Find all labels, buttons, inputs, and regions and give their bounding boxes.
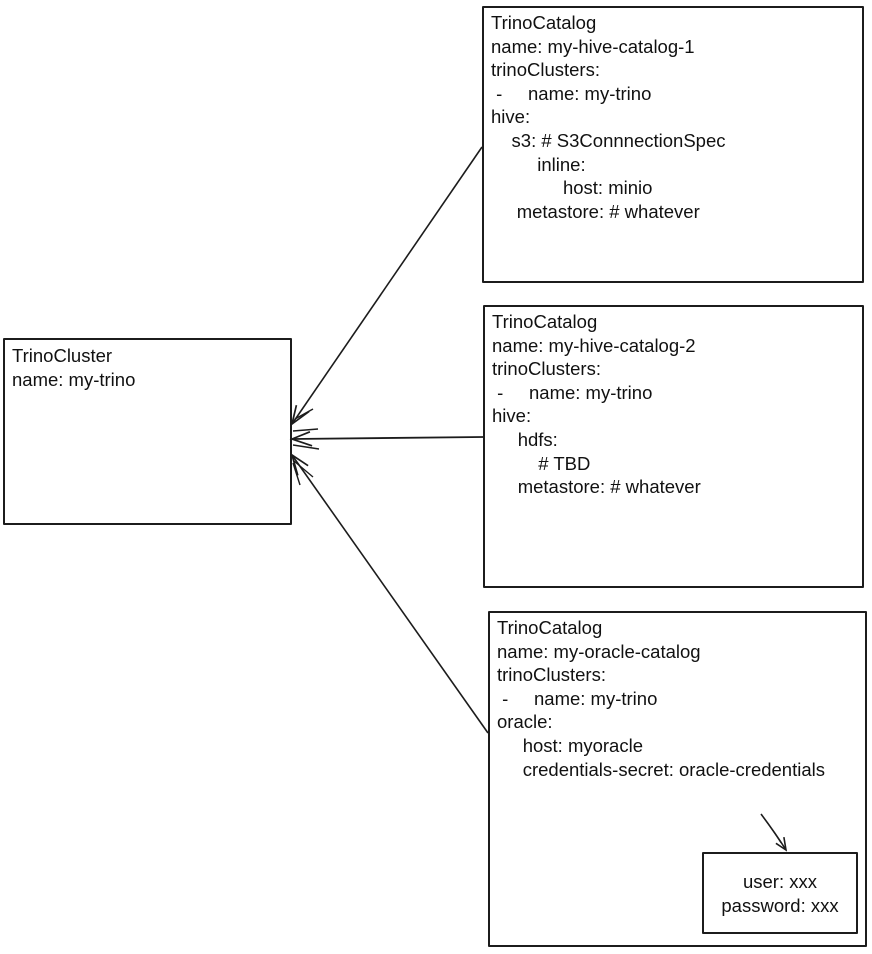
node-text-line: name: my-trino: [12, 368, 136, 390]
node-text-line: # TBD: [492, 452, 591, 474]
connector-catalog2-to-cluster: [289, 431, 484, 447]
sketch-stray-stroke: [294, 408, 314, 420]
sketch-stray-stroke: [293, 460, 314, 478]
node-text-line: inline:: [491, 153, 586, 175]
node-text-line: TrinoCatalog: [497, 617, 603, 638]
node-text-line: metastore: # whatever: [492, 476, 701, 498]
node-text-line: host: minio: [491, 177, 653, 199]
node-text-line: hive:: [492, 405, 532, 427]
node-text-line: oracle:: [497, 711, 553, 733]
node-text-line: - name: my-trino: [492, 381, 653, 403]
node-text-line: TrinoCluster: [12, 345, 113, 366]
node-text-line: hive:: [491, 106, 531, 128]
node-text-line: - name: my-trino: [491, 82, 652, 104]
node-text-line: trinoClusters:: [491, 59, 600, 81]
sketch-stray-stroke: [292, 462, 301, 486]
trino-catalog-1-node: TrinoCatalog name: my-hive-catalog-1 tri…: [482, 6, 864, 283]
node-text-line: credentials-secret: oracle-credentials: [497, 758, 825, 780]
node-text-line: hdfs:: [492, 428, 558, 450]
oracle-credentials-secret-node: user: xxx password: xxx: [702, 852, 858, 934]
trino-cluster-node: TrinoCluster name: my-trino: [3, 338, 292, 525]
node-text-line: name: my-hive-catalog-2: [492, 334, 696, 356]
node-text-line: trinoClusters:: [497, 664, 606, 686]
node-text-line: trinoClusters:: [492, 358, 601, 380]
node-text-line: TrinoCatalog: [492, 311, 598, 332]
connector-catalog1-to-cluster: [290, 146, 483, 427]
trino-catalog-2-node: TrinoCatalog name: my-hive-catalog-2 tri…: [483, 305, 864, 588]
connector-catalog3-to-cluster: [290, 453, 489, 734]
node-text-line: TrinoCatalog: [491, 12, 597, 33]
node-text-line: name: my-hive-catalog-1: [491, 35, 695, 57]
node-text-line: host: myoracle: [497, 734, 643, 756]
node-text-line: s3: # S3ConnnectionSpec: [491, 129, 726, 151]
node-text-line: name: my-oracle-catalog: [497, 640, 701, 662]
node-text-line: metastore: # whatever: [491, 200, 700, 222]
sketch-stray-stroke: [292, 444, 320, 450]
sketch-stray-stroke: [292, 428, 319, 432]
node-text-line: - name: my-trino: [497, 687, 658, 709]
node-text-line: user: xxx: [742, 871, 818, 892]
trino-catalog-3-node: TrinoCatalog name: my-oracle-catalog tri…: [488, 611, 867, 947]
node-text-line: password: xxx: [721, 894, 839, 916]
